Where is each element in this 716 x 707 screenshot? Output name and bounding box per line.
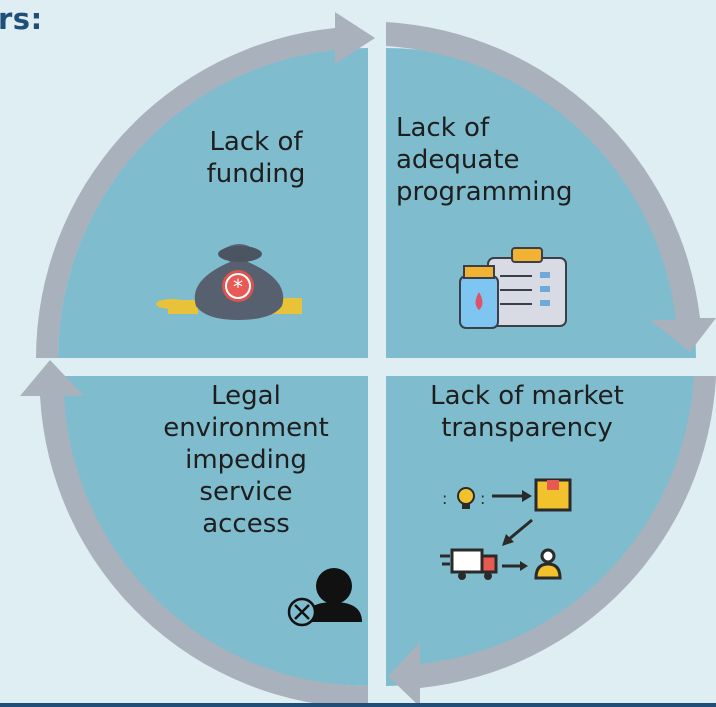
svg-text::: : xyxy=(480,489,485,508)
bottom-rule xyxy=(0,703,716,707)
cycle-arrow-top-left xyxy=(36,12,375,358)
quadrant-label-funding: Lack of funding xyxy=(206,127,306,189)
quadrant-label-legal-environment: Legal environment impeding service acces… xyxy=(163,381,329,539)
quadrant-label-programming: Lack of adequate programming xyxy=(396,113,573,207)
cycle-arrow-bottom-right xyxy=(388,376,716,707)
user-blocked-icon xyxy=(287,568,362,627)
quadrant-top-left-fill xyxy=(58,48,368,358)
section-heading: rs: xyxy=(0,2,43,36)
money-bag-icon: * xyxy=(156,244,302,320)
svg-text::: : xyxy=(442,489,447,508)
svg-text:*: * xyxy=(233,275,243,299)
clipboard-medicine-icon xyxy=(459,247,567,329)
supply-chain-icon: : : xyxy=(440,478,572,580)
quadrant-bottom-right-fill xyxy=(386,376,696,686)
quadrant-label-market-transparency: Lack of market transparency xyxy=(430,381,624,443)
cycle-arrow-top-right xyxy=(386,22,716,352)
cycle-arrow-bottom-left xyxy=(20,360,368,707)
